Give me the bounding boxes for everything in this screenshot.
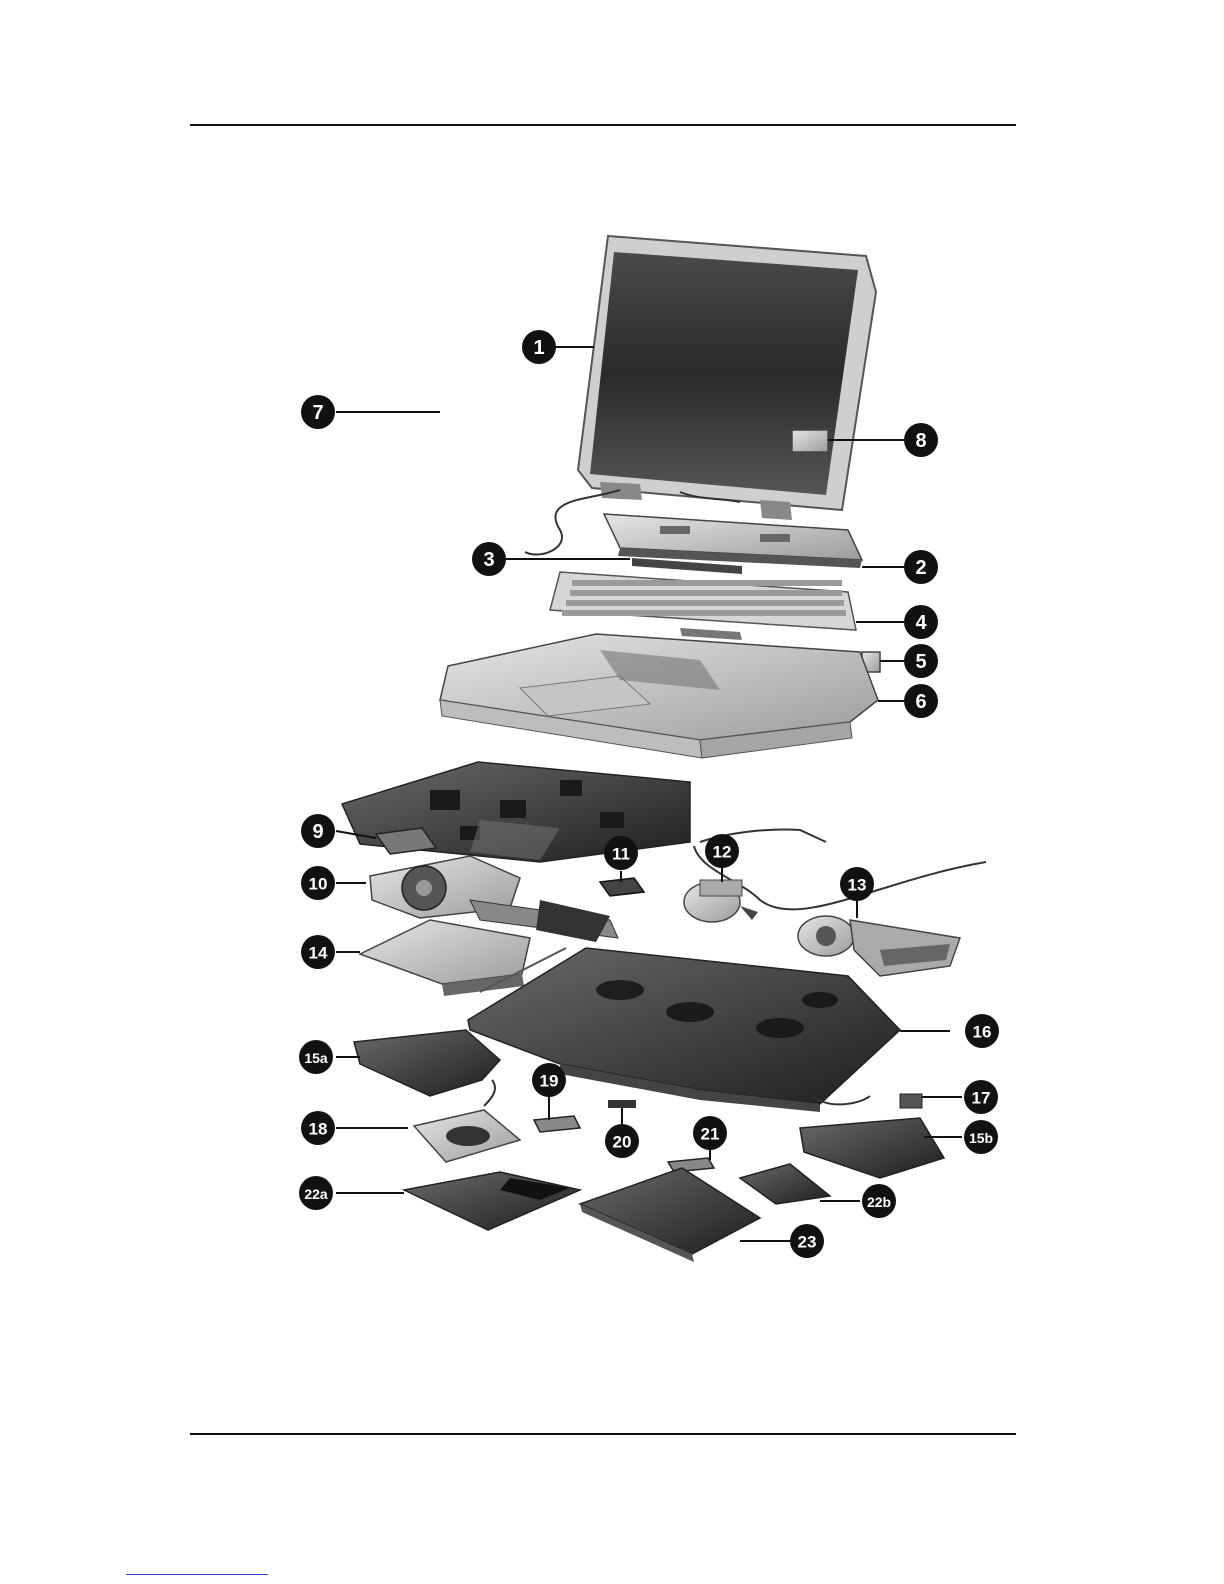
callout-19: 19 (532, 1063, 566, 1097)
footer-rule (190, 1433, 1016, 1435)
callout-3: 3 (472, 542, 506, 576)
speaker-left (354, 1030, 500, 1106)
callout-12: 12 (705, 834, 739, 868)
callout-21: 21 (693, 1116, 727, 1150)
callout-16: 16 (965, 1014, 999, 1048)
callout-4: 4 (904, 605, 938, 639)
svg-text:12: 12 (713, 843, 732, 862)
svg-text:4: 4 (915, 612, 927, 634)
callout-8: 8 (904, 423, 938, 457)
battery (580, 1168, 760, 1262)
keyboard (550, 572, 856, 640)
heat-sink-assembly (798, 916, 960, 976)
base-enclosure (468, 948, 900, 1112)
svg-text:23: 23 (798, 1233, 817, 1252)
callout-2: 2 (904, 550, 938, 584)
svg-text:16: 16 (973, 1023, 992, 1042)
heat-sink (370, 856, 618, 942)
svg-text:8: 8 (915, 430, 926, 452)
callout-11: 11 (604, 836, 638, 870)
svg-text:20: 20 (613, 1133, 632, 1152)
svg-text:13: 13 (848, 876, 867, 895)
fan-module (684, 880, 758, 922)
callout-22a: 22a (299, 1176, 333, 1210)
svg-text:2: 2 (915, 557, 926, 579)
optical-drive (360, 920, 530, 996)
display-assembly (525, 236, 876, 555)
svg-text:15b: 15b (969, 1130, 993, 1146)
callout-6: 6 (904, 684, 938, 718)
svg-text:18: 18 (309, 1120, 328, 1139)
svg-text:9: 9 (312, 821, 323, 843)
svg-text:7: 7 (312, 402, 323, 424)
speaker-right (800, 1118, 944, 1178)
callout-7: 7 (301, 395, 335, 429)
svg-text:11: 11 (612, 845, 630, 864)
callout-22b: 22b (862, 1184, 896, 1218)
callout-9: 9 (301, 814, 335, 848)
svg-text:14: 14 (309, 944, 328, 963)
top-cover (440, 634, 878, 758)
callout-17: 17 (964, 1080, 998, 1114)
callout-5: 5 (904, 644, 938, 678)
bluetooth-board (608, 1100, 636, 1108)
callout-15a: 15a (299, 1040, 333, 1074)
callout-14: 14 (301, 935, 335, 969)
callout-13: 13 (840, 867, 874, 901)
svg-text:15a: 15a (304, 1050, 328, 1066)
hard-drive (414, 1110, 520, 1162)
svg-text:22b: 22b (867, 1194, 891, 1210)
callout-18: 18 (301, 1111, 335, 1145)
callout-23: 23 (790, 1224, 824, 1258)
callout-15b: 15b (964, 1120, 998, 1154)
svg-text:1: 1 (533, 337, 544, 359)
svg-text:10: 10 (309, 875, 328, 894)
memory-cover-22b (740, 1164, 830, 1204)
svg-text:6: 6 (915, 691, 926, 713)
svg-text:21: 21 (701, 1125, 720, 1144)
memory-module-19 (534, 1116, 580, 1132)
svg-text:3: 3 (483, 549, 494, 571)
svg-text:19: 19 (540, 1072, 559, 1091)
memory-cover-22a (404, 1172, 580, 1230)
svg-text:22a: 22a (304, 1186, 328, 1202)
svg-text:5: 5 (915, 651, 926, 673)
footer-link[interactable] (126, 1556, 268, 1575)
callout-20: 20 (605, 1124, 639, 1158)
callout-10: 10 (301, 866, 335, 900)
callout-1: 1 (522, 330, 556, 364)
svg-text:17: 17 (972, 1089, 991, 1108)
